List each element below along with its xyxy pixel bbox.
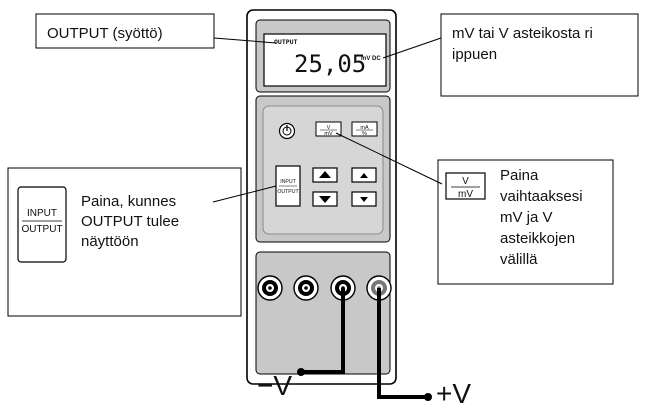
- v-mv-key-icon: V mV: [445, 172, 486, 200]
- callout-vmv-line2: vaihtaaksesi: [500, 188, 583, 205]
- callout-vmv-line4: asteikkojen: [500, 230, 575, 247]
- triangle-up-icon: [319, 171, 331, 178]
- triangle-down-icon: [319, 196, 331, 203]
- ma-percent-button[interactable]: mA %: [351, 121, 378, 137]
- big-output-label: OUTPUT: [21, 224, 62, 235]
- big-mv-label: mV: [458, 189, 473, 200]
- lcd-screen: [263, 33, 387, 87]
- jack-1[interactable]: [257, 275, 283, 301]
- lcd-mode-label: OUTPUT: [274, 38, 298, 46]
- arrow-up-button-1[interactable]: [312, 167, 338, 183]
- v-mv-button-top: V: [327, 125, 331, 131]
- input-output-button[interactable]: INPUT OUTPUT: [275, 165, 301, 207]
- input-output-key-icon: INPUT OUTPUT: [17, 186, 67, 263]
- leader-range: [382, 37, 442, 59]
- minus-v-label: −V: [257, 370, 292, 401]
- triangle-up-small-icon: [360, 173, 368, 178]
- input-output-button-bottom: OUTPUT: [277, 189, 299, 195]
- v-mv-button[interactable]: V mV: [315, 121, 342, 137]
- callout-range-line1: mV tai V asteikosta ri: [452, 25, 593, 42]
- arrow-down-button-1[interactable]: [312, 191, 338, 207]
- big-v-label: V: [462, 176, 469, 187]
- leader-io: [212, 185, 277, 203]
- callout-io-line2: OUTPUT tulee: [81, 213, 179, 230]
- terminal-panel: [255, 251, 391, 375]
- callout-range-box: [440, 13, 639, 97]
- v-mv-button-bottom: mV: [324, 131, 333, 137]
- jack-2[interactable]: [293, 275, 319, 301]
- plus-v-label: +V: [436, 378, 471, 409]
- lcd-unit: mV DC: [361, 56, 381, 62]
- lead-plus-v: [377, 288, 427, 399]
- power-button[interactable]: [278, 122, 296, 140]
- ma-button-top: mA: [360, 125, 369, 131]
- callout-output-box: [35, 13, 215, 49]
- leader-output: [213, 37, 277, 44]
- lcd-reading: 25,05: [294, 50, 366, 78]
- callout-io-line3: näyttöön: [81, 233, 139, 250]
- callout-output-text: OUTPUT (syöttö): [47, 25, 163, 42]
- callout-vmv-line3: mV ja V: [500, 209, 553, 226]
- big-input-label: INPUT: [27, 208, 57, 219]
- lead-plus-dot: [424, 393, 432, 401]
- callout-range-line2: ippuen: [452, 46, 497, 63]
- triangle-down-small-icon: [360, 197, 368, 202]
- input-output-button-top: INPUT: [280, 179, 296, 185]
- callout-vmv-line1: Paina: [500, 167, 539, 184]
- lead-minus-dot: [297, 368, 305, 376]
- callout-io-line1: Paina, kunnes: [81, 193, 176, 210]
- callout-vmv-line5: välillä: [500, 251, 538, 268]
- arrow-up-button-2[interactable]: [351, 167, 377, 183]
- leader-v-mv: [335, 132, 443, 185]
- arrow-down-button-2[interactable]: [351, 191, 377, 207]
- lead-minus-v: [301, 288, 345, 374]
- ma-button-bottom: %: [362, 131, 367, 137]
